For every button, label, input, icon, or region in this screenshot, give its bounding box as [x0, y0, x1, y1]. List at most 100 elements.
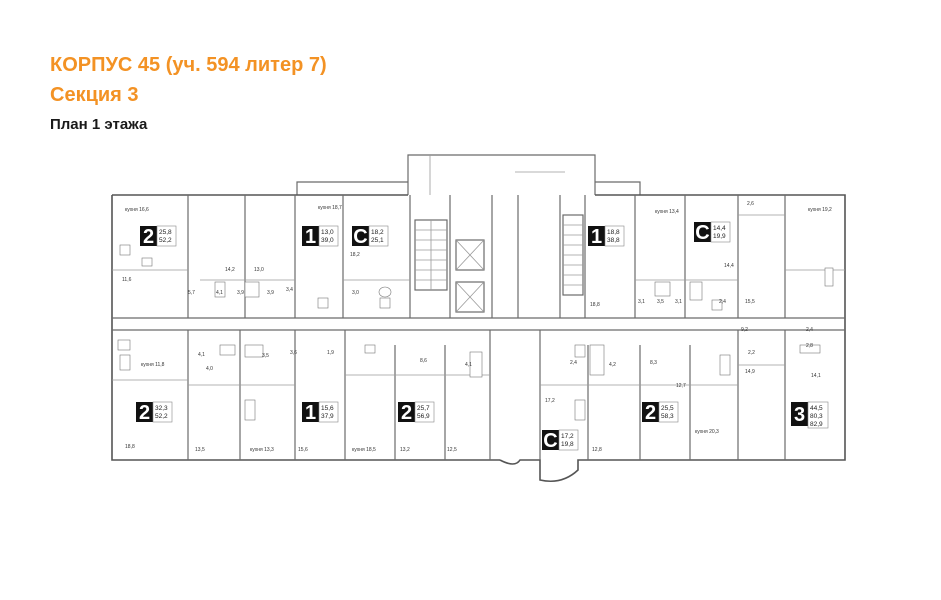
- apartment-rooms: 2: [143, 226, 154, 248]
- room-label: 3,5: [262, 353, 269, 359]
- room-label: 4,2: [609, 362, 616, 368]
- top-protrusion: [296, 154, 641, 195]
- room-label: 2,4: [570, 360, 577, 366]
- apartment-living-area: 32,3: [155, 405, 168, 412]
- apartment-studio-17-2[interactable]: С 17,2 19,8: [542, 429, 579, 452]
- apartment-living-area: 25,8: [159, 229, 172, 236]
- apartment-living-area: 25,5: [661, 405, 674, 412]
- room-label: 4,1: [198, 352, 205, 358]
- room-label: 9,2: [741, 327, 748, 333]
- apartment-rooms: 2: [139, 402, 150, 424]
- apartment-studio-18-2[interactable]: С 18,2 25,1: [352, 225, 389, 248]
- apartment-rooms: 2: [645, 402, 656, 424]
- room-label: 17,2: [545, 398, 555, 404]
- apartment-total-area: 52,2: [159, 237, 172, 244]
- apartment-living-area: 17,2: [561, 433, 574, 440]
- section-title: Секция 3: [50, 84, 139, 106]
- room-label: 4,0: [206, 366, 213, 372]
- room-label: 5,7: [188, 290, 195, 296]
- room-label: кухня 20,3: [695, 429, 719, 435]
- room-label: 14,1: [811, 373, 821, 379]
- apartment-total-area: 19,8: [561, 441, 574, 448]
- apartment-rooms: 1: [305, 402, 316, 424]
- apartment-total-area: 52,2: [155, 413, 168, 420]
- room-label: кухня 19,2: [808, 207, 832, 213]
- apartment-rooms: С: [543, 430, 557, 452]
- apartment-1-15-6[interactable]: 1 15,6 37,9: [302, 401, 339, 424]
- building-title: КОРПУС 45 (уч. 594 литер 7): [50, 54, 327, 76]
- apartment-total-area: 38,8: [607, 237, 620, 244]
- room-label: 2,2: [748, 350, 755, 356]
- apartment-living-area: 13,0: [321, 229, 334, 236]
- apartment-living-area: 14,4: [713, 225, 726, 232]
- apartment-total-area: 56,9: [417, 413, 430, 420]
- room-label: кухня 18,5: [352, 447, 376, 453]
- apartment-1-13-0[interactable]: 1 13,0 39,0: [302, 225, 339, 248]
- apartment-rooms: 2: [401, 402, 412, 424]
- apartment-rooms: 1: [305, 226, 316, 248]
- apartment-total-area: 80,3: [810, 413, 823, 420]
- room-label: 3,9: [267, 290, 274, 296]
- room-label: 8,3: [650, 360, 657, 366]
- room-label: кухня 16,6: [125, 207, 149, 213]
- apartment-total-area-2: 82,9: [810, 421, 823, 428]
- apartment-living-area: 25,7: [417, 405, 430, 412]
- apartment-2-25-5[interactable]: 2 25,5 58,3: [642, 401, 679, 424]
- room-label: 3,5: [657, 299, 664, 305]
- room-label: 3,1: [638, 299, 645, 305]
- stairwell: [414, 214, 584, 313]
- apartment-2-32-3[interactable]: 2 32,3 52,2: [136, 401, 173, 424]
- room-label: 14,9: [745, 369, 755, 375]
- room-label: 4,1: [465, 362, 472, 368]
- room-label: 15,6: [298, 447, 308, 453]
- room-label: 2,8: [806, 343, 813, 349]
- apartment-1-18-8[interactable]: 1 18,8 38,8: [588, 225, 625, 248]
- corridor: [112, 317, 845, 331]
- room-labels: кухня 16,6 кухня 18,7 кухня 13,4 кухня 1…: [122, 201, 832, 453]
- room-label: 13,2: [400, 447, 410, 453]
- room-label: 12,5: [447, 447, 457, 453]
- apartment-living-area: 44,5: [810, 405, 823, 412]
- outer-walls: [111, 194, 846, 483]
- apartment-rooms: С: [695, 222, 709, 244]
- room-label: 2,4: [719, 299, 726, 305]
- apartment-living-area: 15,6: [321, 405, 334, 412]
- apartment-rooms: С: [353, 226, 367, 248]
- room-label: 12,7: [676, 383, 686, 389]
- apartment-total-area: 58,3: [661, 413, 674, 420]
- room-label: 2,6: [747, 201, 754, 207]
- room-label: 3,0: [352, 290, 359, 296]
- top-partitions: [112, 195, 845, 318]
- room-label: 3,4: [286, 287, 293, 293]
- apartment-total-area: 25,1: [371, 237, 384, 244]
- room-label: кухня 18,7: [318, 205, 342, 211]
- fixtures: [117, 244, 834, 421]
- room-label: 13,5: [195, 447, 205, 453]
- apartment-2-25-8[interactable]: 2 25,8 52,2: [140, 225, 177, 248]
- floor-plan-title: План 1 этажа: [50, 116, 148, 133]
- room-label: 18,8: [590, 302, 600, 308]
- apartment-total-area: 39,0: [321, 237, 334, 244]
- bottom-partitions: [112, 330, 786, 460]
- room-label: 12,8: [592, 447, 602, 453]
- room-label: 14,4: [724, 263, 734, 269]
- apartment-rooms: 1: [591, 226, 602, 248]
- apartment-rooms: 3: [794, 404, 805, 426]
- room-label: 2,4: [806, 327, 813, 333]
- apartment-studio-14-4[interactable]: С 14,4 19,9: [694, 221, 731, 244]
- room-label: 8,6: [420, 358, 427, 364]
- room-label: 13,0: [254, 267, 264, 273]
- apartment-total-area: 19,9: [713, 233, 726, 240]
- room-label: 1,9: [327, 350, 334, 356]
- room-label: 3,6: [290, 350, 297, 356]
- apartment-2-25-7[interactable]: 2 25,7 56,9: [398, 401, 435, 424]
- room-label: 11,6: [122, 277, 132, 283]
- room-label: 14,2: [225, 267, 235, 273]
- room-label: 18,2: [350, 252, 360, 258]
- apartment-living-area: 18,2: [371, 229, 384, 236]
- room-label: 3,1: [675, 299, 682, 305]
- apartment-3-44-5[interactable]: 3 44,5 80,3 82,9: [791, 401, 829, 429]
- room-label: 18,8: [125, 444, 135, 450]
- room-label: 3,9: [237, 290, 244, 296]
